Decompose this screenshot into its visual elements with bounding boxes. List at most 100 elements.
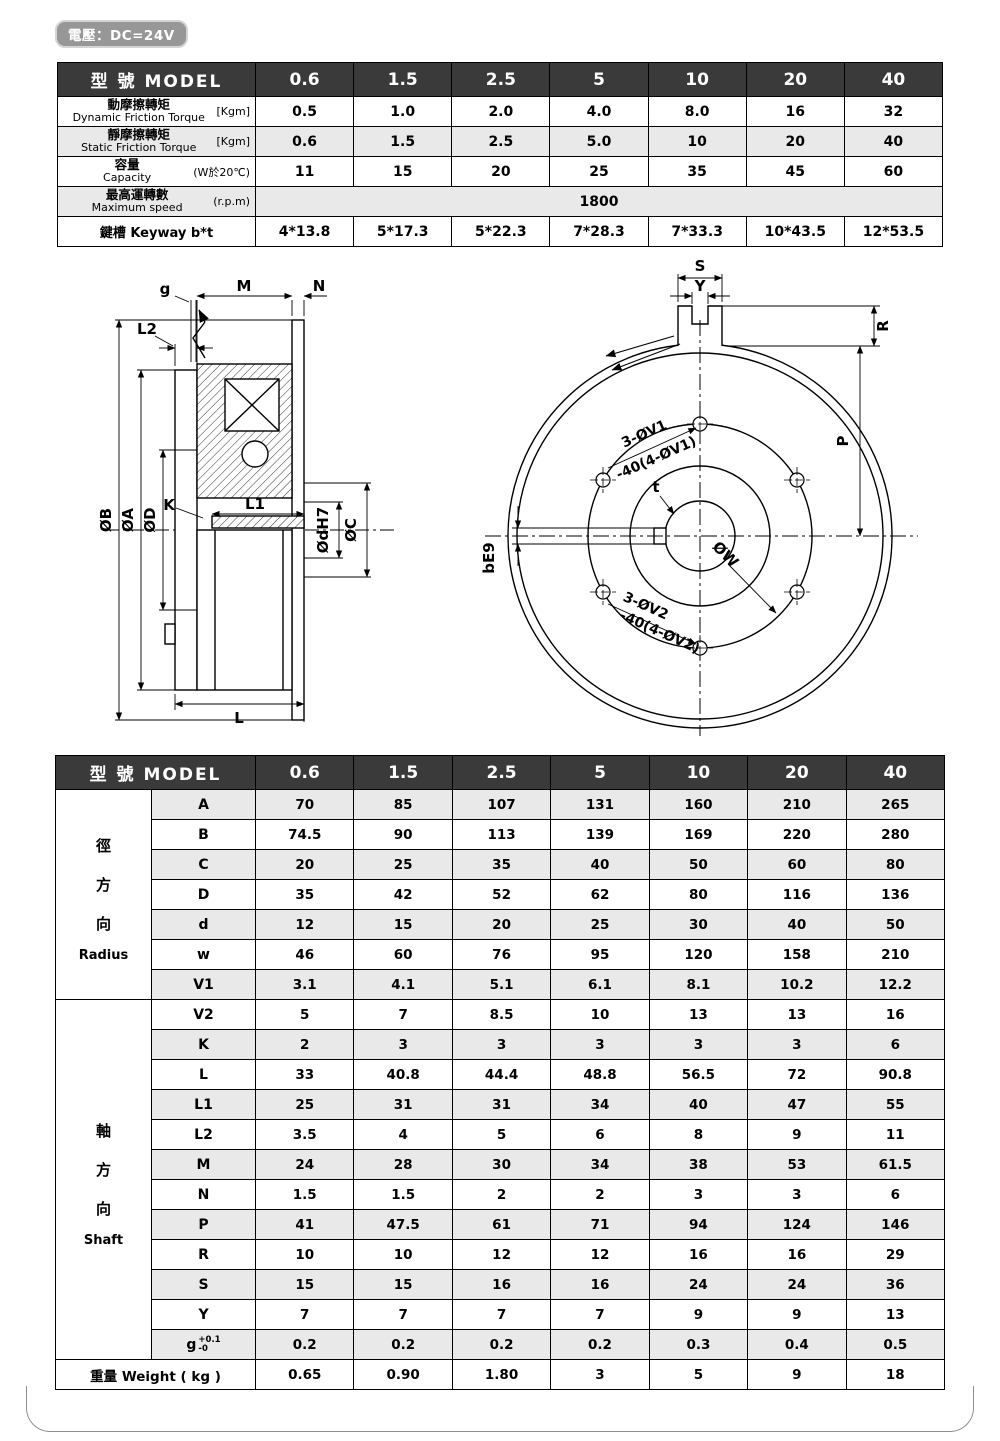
spec-value: 20 [745, 126, 845, 158]
dim-value: 24 [255, 1149, 355, 1180]
dim-value: 9 [648, 1299, 749, 1330]
dim-value: 16 [451, 1269, 552, 1300]
dim-value: 3.1 [255, 969, 355, 1000]
spec-value: 5.0 [549, 126, 649, 158]
weight-value: 0.65 [255, 1359, 355, 1390]
dim-value: 7 [353, 999, 453, 1030]
dim-value: 116 [747, 879, 847, 910]
dim-model-col: 5 [550, 755, 650, 790]
dim-value: 7 [451, 1299, 552, 1330]
dim-value: 38 [648, 1149, 749, 1180]
dim-value: 280 [845, 819, 946, 850]
dim-value: 15 [353, 909, 453, 940]
dim-value: 24 [648, 1269, 749, 1300]
dim-value: 7 [353, 1299, 453, 1330]
spec-model-col: 0.6 [254, 62, 355, 97]
dim-value: 52 [451, 879, 552, 910]
spec-row-label: 鍵槽 Keyway b*t [57, 216, 256, 248]
dim-value: 2 [451, 1179, 552, 1210]
dim-value: 36 [845, 1269, 946, 1300]
spec-label-en: Dynamic Friction Torque [72, 111, 205, 125]
bolt-hole [784, 467, 810, 493]
dim-value: 85 [353, 789, 453, 820]
dim-model-header: 型 號 MODEL [54, 755, 257, 790]
dim-value: 5.1 [451, 969, 552, 1000]
dim-value: 6.1 [550, 969, 650, 1000]
dim-value: 11 [845, 1119, 946, 1150]
dim-value: 3 [648, 1029, 749, 1060]
dim-label-M: M [237, 277, 252, 295]
dim-param-name: C [150, 849, 257, 880]
spec-value: 32 [843, 95, 944, 128]
spec-value: 4.0 [549, 95, 649, 128]
dim-value: 90.8 [845, 1059, 946, 1090]
dim-value: 71 [550, 1209, 650, 1240]
dim-value: 158 [747, 939, 847, 970]
spec-label-unit: [Kgm] [216, 105, 251, 118]
dim-value: 72 [747, 1059, 847, 1090]
weight-value: 9 [747, 1359, 847, 1390]
dim-value: 3 [747, 1179, 847, 1210]
weight-value: 3 [550, 1359, 650, 1390]
dim-value: 40 [648, 1089, 749, 1120]
spec-value: 15 [353, 156, 453, 188]
spec-label-en: Capacity [103, 171, 152, 185]
dim-value: 3 [648, 1179, 749, 1210]
dim-model-col: 10 [648, 755, 749, 790]
dim-value: 10 [353, 1239, 453, 1270]
spec-model-col: 5 [549, 62, 649, 97]
dim-value: 12 [255, 909, 355, 940]
dim-value: 9 [747, 1119, 847, 1150]
lead-wire [605, 335, 681, 371]
spec-model-col: 40 [843, 62, 944, 97]
spec-model-col: 2.5 [451, 62, 551, 97]
spec-value: 40 [843, 126, 944, 158]
dim-value: 50 [648, 849, 749, 880]
dim-value: 124 [747, 1209, 847, 1240]
weight-value: 0.90 [353, 1359, 453, 1390]
front-view-drawing: S Y R P t ØW bE9 3-ØV1 -40(4-ØV1) 3-ØV2 … [480, 258, 918, 736]
dim-label-L: L [234, 709, 244, 727]
weight-row-label: 重量 Weight ( kg ) [54, 1359, 257, 1390]
dim-value: 50 [845, 909, 946, 940]
dim-value: 139 [550, 819, 650, 850]
spec-value: 16 [745, 95, 845, 128]
spec-value: 10 [647, 126, 747, 158]
spec-label-unit: (W於20℃) [193, 165, 250, 179]
dim-value: 13 [648, 999, 749, 1030]
dim-value: 24 [747, 1269, 847, 1300]
dim-value: 70 [255, 789, 355, 820]
dim-value: 25 [353, 849, 453, 880]
dim-value: 20 [255, 849, 355, 880]
dim-value: 3 [550, 1029, 650, 1060]
dim-value: 131 [550, 789, 650, 820]
dim-value: 90 [353, 819, 453, 850]
dim-value: 4 [353, 1119, 453, 1150]
dim-value: 0.2 [353, 1329, 453, 1360]
dim-value: 41 [255, 1209, 355, 1240]
dim-value: 7 [255, 1299, 355, 1330]
dim-param-name: D [150, 879, 257, 910]
spec-value: 8.0 [647, 95, 747, 128]
dim-value: 31 [451, 1089, 552, 1120]
spec-label-en: Maximum speed [91, 201, 183, 215]
dim-label-t: t [652, 478, 659, 496]
param-symbol: g [186, 1336, 197, 1353]
tolerance-lower: -0 [198, 1343, 208, 1354]
dim-value: 16 [747, 1239, 847, 1270]
dim-value: 146 [845, 1209, 946, 1240]
bolt-hole [784, 579, 810, 605]
